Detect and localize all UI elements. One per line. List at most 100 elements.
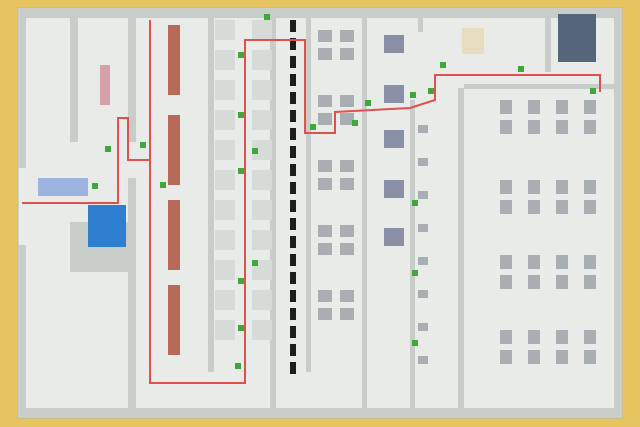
desk	[318, 95, 332, 107]
partition-wall	[70, 12, 78, 142]
cubicle	[215, 170, 235, 190]
desk	[340, 178, 354, 190]
partition-wall	[464, 84, 614, 89]
green-marker	[518, 66, 524, 72]
assembly-benches	[168, 25, 180, 355]
blue-machine	[88, 205, 126, 247]
desk	[528, 275, 540, 289]
outer-wall	[18, 408, 622, 418]
desk	[318, 290, 332, 302]
left-equipment	[100, 65, 110, 105]
small-unit	[418, 125, 428, 133]
desk	[556, 180, 568, 194]
black-unit	[290, 272, 296, 284]
green-marker	[252, 148, 258, 154]
desk	[556, 330, 568, 344]
cubicle	[215, 260, 235, 280]
desk	[318, 243, 332, 255]
desk	[584, 180, 596, 194]
black-unit	[290, 164, 296, 176]
storage-box	[462, 28, 484, 54]
black-unit	[290, 128, 296, 140]
desk	[340, 30, 354, 42]
workstation	[384, 85, 404, 103]
desk	[318, 160, 332, 172]
black-unit	[290, 146, 296, 158]
green-marker	[365, 100, 371, 106]
cubicle	[215, 320, 235, 340]
green-marker	[238, 112, 244, 118]
cubicle	[215, 110, 235, 130]
desk	[528, 255, 540, 269]
desk	[584, 255, 596, 269]
green-marker	[352, 120, 358, 126]
desk	[556, 100, 568, 114]
desk	[340, 48, 354, 60]
small-unit	[418, 158, 428, 166]
desk	[318, 178, 332, 190]
partition-wall	[362, 12, 367, 412]
black-unit	[290, 74, 296, 86]
desk	[318, 308, 332, 320]
black-unit	[290, 56, 296, 68]
green-marker	[238, 52, 244, 58]
assembly-bench	[168, 115, 180, 185]
outer-wall	[18, 8, 622, 18]
black-unit	[290, 308, 296, 320]
desk-grid	[318, 30, 596, 364]
black-unit	[290, 110, 296, 122]
black-unit	[290, 20, 296, 32]
outer-wall	[18, 245, 26, 418]
cubicle	[252, 80, 272, 100]
cubicle	[252, 170, 272, 190]
black-unit	[290, 362, 296, 374]
small-unit	[418, 191, 428, 199]
cubicle	[252, 50, 272, 70]
black-units	[290, 20, 296, 374]
desk	[528, 350, 540, 364]
green-marker	[160, 182, 166, 188]
green-marker	[264, 14, 270, 20]
desk	[340, 290, 354, 302]
workstation	[384, 180, 404, 198]
partition-wall	[545, 12, 551, 72]
desk	[500, 350, 512, 364]
partition-wall	[270, 12, 276, 412]
desk	[500, 120, 512, 134]
cubicle	[252, 140, 272, 160]
desk	[556, 275, 568, 289]
cubicle	[215, 230, 235, 250]
desk	[318, 30, 332, 42]
outer-wall	[18, 8, 26, 168]
cubicle	[215, 50, 235, 70]
desk	[318, 113, 332, 125]
desk	[584, 100, 596, 114]
outer-wall	[614, 8, 622, 418]
green-markers	[92, 14, 596, 369]
entry-conveyor	[38, 178, 88, 196]
desk	[340, 225, 354, 237]
partition-wall	[458, 88, 464, 408]
cubicle	[215, 290, 235, 310]
green-marker	[238, 325, 244, 331]
desk	[556, 200, 568, 214]
black-unit	[290, 218, 296, 230]
desk	[500, 100, 512, 114]
desk	[318, 225, 332, 237]
desk	[340, 243, 354, 255]
desk	[584, 350, 596, 364]
desk	[500, 200, 512, 214]
green-marker	[238, 168, 244, 174]
green-marker	[140, 142, 146, 148]
green-marker	[310, 124, 316, 130]
workstation	[384, 130, 404, 148]
desk	[584, 120, 596, 134]
cubicle	[215, 20, 235, 40]
black-unit	[290, 344, 296, 356]
green-marker	[412, 340, 418, 346]
black-unit	[290, 326, 296, 338]
black-unit	[290, 182, 296, 194]
corner-machine	[558, 14, 596, 62]
green-marker	[105, 146, 111, 152]
desk	[528, 330, 540, 344]
